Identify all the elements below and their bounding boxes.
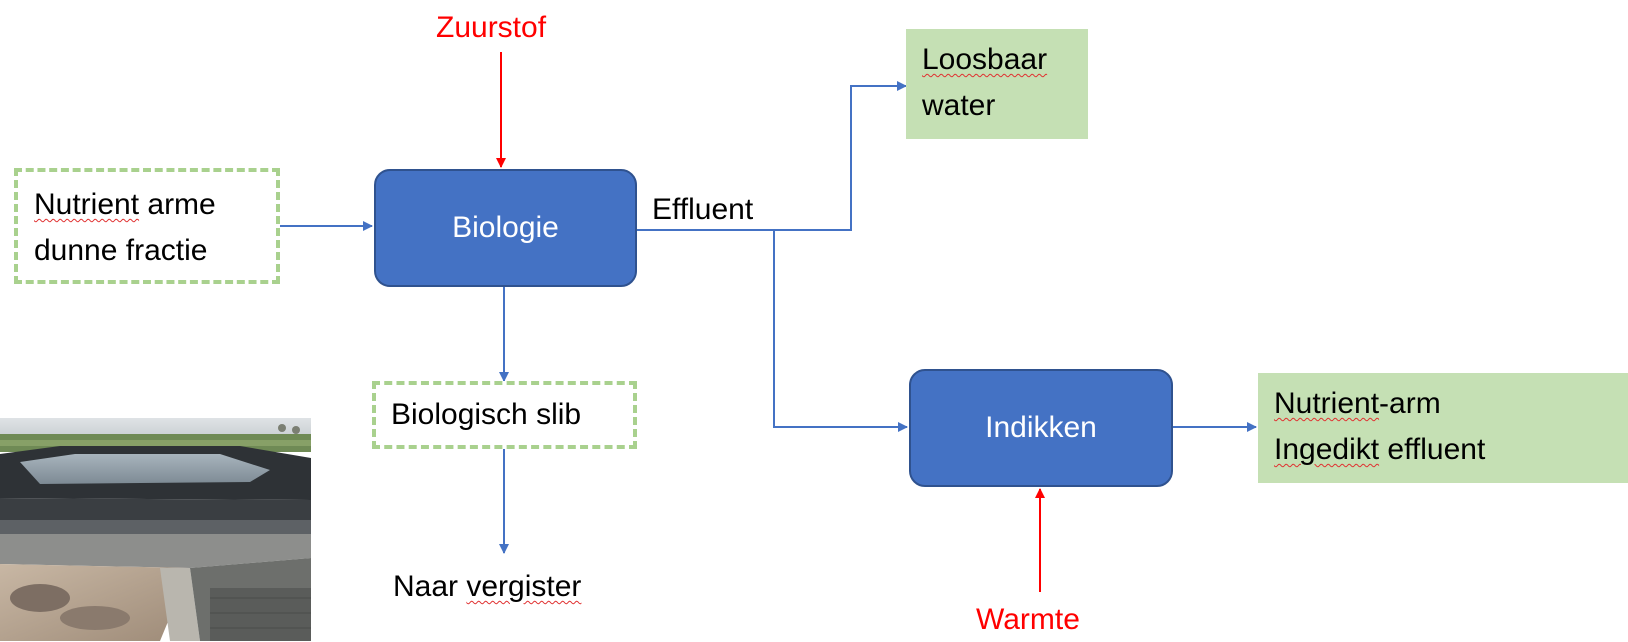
slib-label: Biologisch slib <box>391 398 582 431</box>
vergister-a: Naar <box>393 570 467 603</box>
indikken-label: Indikken <box>985 411 1097 444</box>
output-line2b: effluent <box>1379 433 1486 466</box>
vergister-label: Naar vergister <box>393 565 581 609</box>
input-label-line1b: arme <box>139 188 216 221</box>
input-label-line1a: Nutrient <box>34 188 140 221</box>
basin-photo <box>0 418 311 641</box>
biologie-box: Biologie <box>374 169 637 287</box>
input-label: Nutrient arme dunne fractie <box>34 182 216 274</box>
input-label-line2: dunne fractie <box>34 234 208 267</box>
zuurstof-label: Zuurstof <box>436 11 547 44</box>
output-line1b: -arm <box>1379 387 1441 420</box>
vergister-b: vergister <box>466 570 582 603</box>
output-box: Nutrient-arm Ingedikt effluent <box>1258 373 1628 483</box>
loosbaar-line1: Loosbaar <box>922 43 1048 76</box>
loosbaar-water-box: Loosbaar water <box>906 29 1088 139</box>
output-label: Nutrient-arm Ingedikt effluent <box>1274 381 1485 473</box>
warmte-label: Warmte <box>976 603 1080 636</box>
slib-box: Biologisch slib <box>372 381 637 449</box>
indikken-box: Indikken <box>909 369 1173 487</box>
loosbaar-label: Loosbaar water <box>922 37 1047 129</box>
output-line2a: Ingedikt <box>1274 433 1380 466</box>
output-line1a: Nutrient <box>1274 387 1380 420</box>
arrow-effluent-indikken <box>773 230 908 432</box>
basin-photo-drawing <box>0 418 311 641</box>
effluent-label: Effluent <box>652 193 754 226</box>
arrow-effluent-loosbaar <box>637 81 907 231</box>
loosbaar-line2: water <box>922 89 996 122</box>
input-box: Nutrient arme dunne fractie <box>14 168 280 284</box>
biologie-label: Biologie <box>452 211 559 244</box>
